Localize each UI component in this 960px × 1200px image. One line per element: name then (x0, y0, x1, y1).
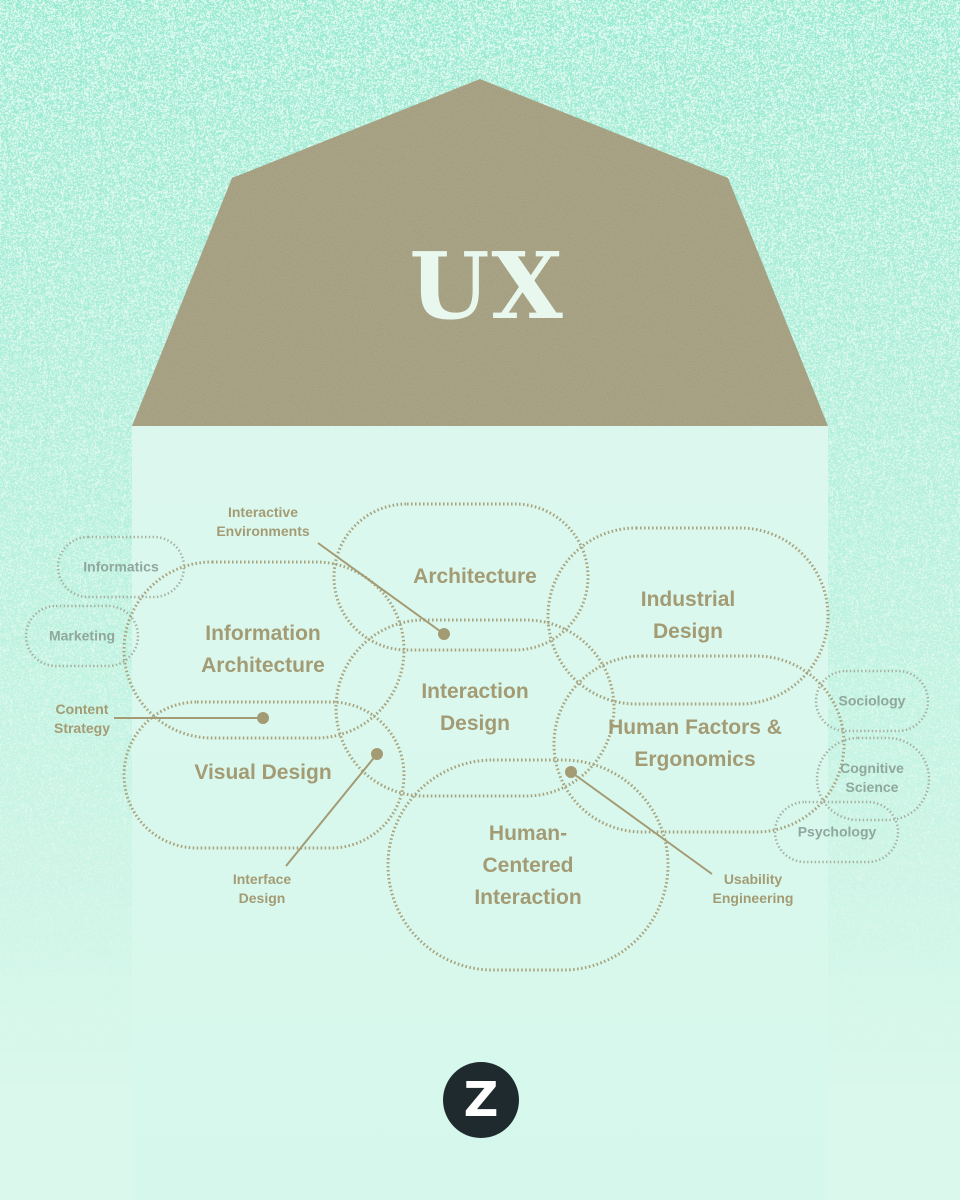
label-interface-design: Interface Design (232, 871, 292, 906)
blob-interaction-design (334, 618, 616, 798)
label-content-strategy: Content Strategy (53, 701, 111, 736)
callout-line-interactive-environments (317, 542, 445, 635)
label-human-factors: Human Factors & Ergonomics (608, 716, 782, 771)
callout-dot-usability-engineering (565, 766, 577, 778)
logo-letter: Z (463, 1072, 499, 1128)
callout-dot-interactive-environments (438, 628, 450, 640)
callout-line-interface-design (285, 753, 378, 867)
callout-dot-interface-design (371, 748, 383, 760)
pill-sociology (814, 669, 930, 733)
z-logo-icon: Z (443, 1062, 519, 1138)
house-roof (132, 79, 828, 426)
label-interactive-environments: Interactive Environments (216, 504, 310, 539)
label-information-architecture: Information Architecture (201, 622, 325, 677)
label-visual-design: Visual Design (194, 761, 332, 784)
page-title: UX (409, 232, 565, 340)
pill-psychology (773, 800, 900, 864)
label-marketing: Marketing (48, 627, 116, 644)
label-psychology: Psychology (797, 823, 877, 840)
label-architecture: Architecture (413, 565, 537, 588)
blob-human-factors (552, 654, 846, 834)
label-human-centered-interaction: Human-Centered Interaction (474, 822, 582, 909)
label-cognitive-science: Cognitive Science (840, 760, 904, 795)
label-usability-engineering: Usability Engineering (712, 871, 794, 906)
label-industrial-design: Industrial Design (640, 588, 736, 643)
label-interaction-design: Interaction Design (421, 680, 529, 735)
label-informatics: Informatics (83, 558, 159, 575)
blob-visual-design (122, 700, 406, 850)
blob-industrial-design (546, 526, 830, 706)
callout-dot-content-strategy (257, 712, 269, 724)
label-sociology: Sociology (838, 692, 906, 709)
pill-marketing (24, 604, 140, 668)
callout-line-usability-engineering (570, 771, 713, 875)
blob-information-architecture (122, 560, 406, 740)
